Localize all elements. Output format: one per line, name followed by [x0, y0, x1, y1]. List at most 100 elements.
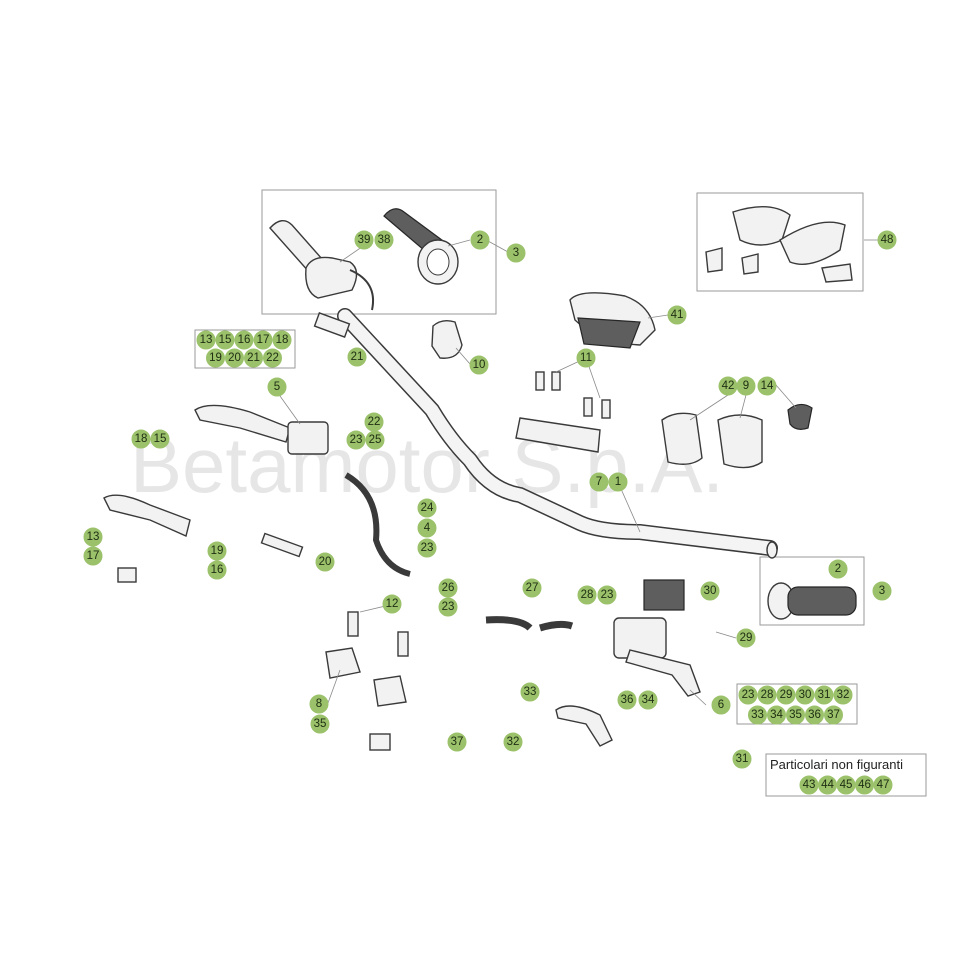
group-callout-19: 19	[206, 348, 225, 368]
svg-text:23: 23	[601, 589, 614, 601]
svg-text:19: 19	[209, 352, 222, 364]
cable-24	[344, 472, 411, 577]
svg-text:5: 5	[274, 381, 280, 393]
callout-23-d: 23	[597, 585, 617, 605]
pin-20	[260, 532, 304, 558]
svg-text:24: 24	[421, 502, 434, 514]
group-callout-21: 21	[244, 348, 263, 368]
svg-text:7: 7	[596, 476, 602, 488]
group-callout-16: 16	[234, 330, 254, 350]
group-callout-22: 22	[263, 348, 282, 368]
brake-hose-end	[538, 620, 574, 632]
throttle-housing	[431, 319, 463, 359]
svg-text:28: 28	[581, 589, 594, 601]
svg-text:12: 12	[386, 598, 399, 610]
svg-text:35: 35	[314, 718, 327, 730]
svg-text:13: 13	[200, 334, 213, 346]
handlebar	[337, 308, 778, 559]
callout-10: 10	[469, 355, 489, 375]
callout-35: 35	[310, 714, 330, 734]
svg-text:14: 14	[761, 380, 774, 392]
callout-3-right: 3	[872, 581, 892, 601]
right-grip	[767, 582, 857, 620]
svg-text:17: 17	[87, 550, 100, 562]
group-callout-15: 15	[215, 330, 235, 350]
left-switch-parts-box	[194, 329, 296, 369]
svg-text:31: 31	[818, 689, 831, 701]
group-callout-31: 31	[814, 685, 834, 705]
callout-6: 6	[711, 695, 731, 715]
svg-text:15: 15	[154, 433, 167, 445]
note-callout-43: 43	[799, 775, 819, 795]
group-callout-13: 13	[196, 330, 216, 350]
svg-text:9: 9	[743, 380, 749, 392]
callout-30: 30	[700, 581, 720, 601]
callout-13: 13	[83, 527, 103, 547]
svg-text:8: 8	[316, 698, 322, 710]
svg-text:16: 16	[211, 564, 224, 576]
svg-text:21: 21	[351, 351, 364, 363]
cable-14	[787, 403, 813, 430]
svg-text:15: 15	[219, 334, 232, 346]
handguard-detail-box	[696, 192, 864, 292]
group-callout-20: 20	[225, 348, 244, 368]
throttle-grip-detail-box	[261, 189, 497, 315]
svg-text:39: 39	[358, 234, 371, 246]
svg-text:32: 32	[507, 736, 520, 748]
callout-34: 34	[638, 690, 658, 710]
note-callout-45: 45	[836, 775, 856, 795]
svg-text:46: 46	[858, 779, 871, 791]
callout-32: 32	[503, 732, 523, 752]
svg-text:22: 22	[368, 416, 381, 428]
group-callout-34: 34	[767, 705, 786, 725]
svg-text:47: 47	[877, 779, 890, 791]
svg-text:37: 37	[451, 736, 464, 748]
svg-text:44: 44	[821, 779, 834, 791]
callout-36: 36	[617, 690, 637, 710]
callout-3-top: 3	[506, 243, 526, 263]
callout-9: 9	[736, 376, 756, 396]
svg-text:20: 20	[228, 352, 241, 364]
callout-33: 33	[520, 682, 540, 702]
group-callout-33: 33	[748, 705, 767, 725]
note-callout-46: 46	[855, 775, 874, 795]
svg-text:31: 31	[736, 753, 749, 765]
right-grip-detail-box	[759, 556, 865, 626]
callout-8: 8	[309, 694, 329, 714]
group-callout-17: 17	[253, 330, 273, 350]
svg-text:1: 1	[615, 476, 621, 488]
svg-text:23: 23	[421, 542, 434, 554]
callout-2-right: 2	[828, 559, 848, 579]
svg-text:23: 23	[442, 601, 455, 613]
clutch-lever-13	[103, 494, 191, 537]
parts-not-shown-title: Particolari non figuranti	[770, 757, 903, 772]
group-callout-37: 37	[824, 705, 843, 725]
callout-5: 5	[267, 377, 287, 397]
svg-text:30: 30	[704, 585, 717, 597]
callout-2-top: 2	[470, 230, 490, 250]
svg-text:23: 23	[742, 689, 755, 701]
callout-7: 7	[589, 472, 609, 492]
callout-11: 11	[576, 348, 596, 368]
svg-text:37: 37	[827, 709, 840, 721]
svg-text:16: 16	[238, 334, 251, 346]
brake-master-cylinder	[613, 579, 701, 697]
brake-hose	[485, 616, 533, 631]
svg-text:2: 2	[477, 234, 483, 246]
svg-text:38: 38	[378, 234, 391, 246]
svg-text:41: 41	[671, 309, 684, 321]
callout-23-b: 23	[417, 538, 437, 558]
svg-text:48: 48	[881, 234, 894, 246]
svg-text:6: 6	[718, 699, 724, 711]
callout-23-a: 23	[346, 430, 366, 450]
callout-31: 31	[732, 749, 752, 769]
right-switch-unit	[717, 414, 763, 469]
callout-22: 22	[364, 412, 384, 432]
svg-text:10: 10	[473, 359, 486, 371]
callout-4: 4	[417, 518, 437, 538]
svg-text:35: 35	[789, 709, 802, 721]
parts-not-shown-box	[765, 753, 927, 797]
